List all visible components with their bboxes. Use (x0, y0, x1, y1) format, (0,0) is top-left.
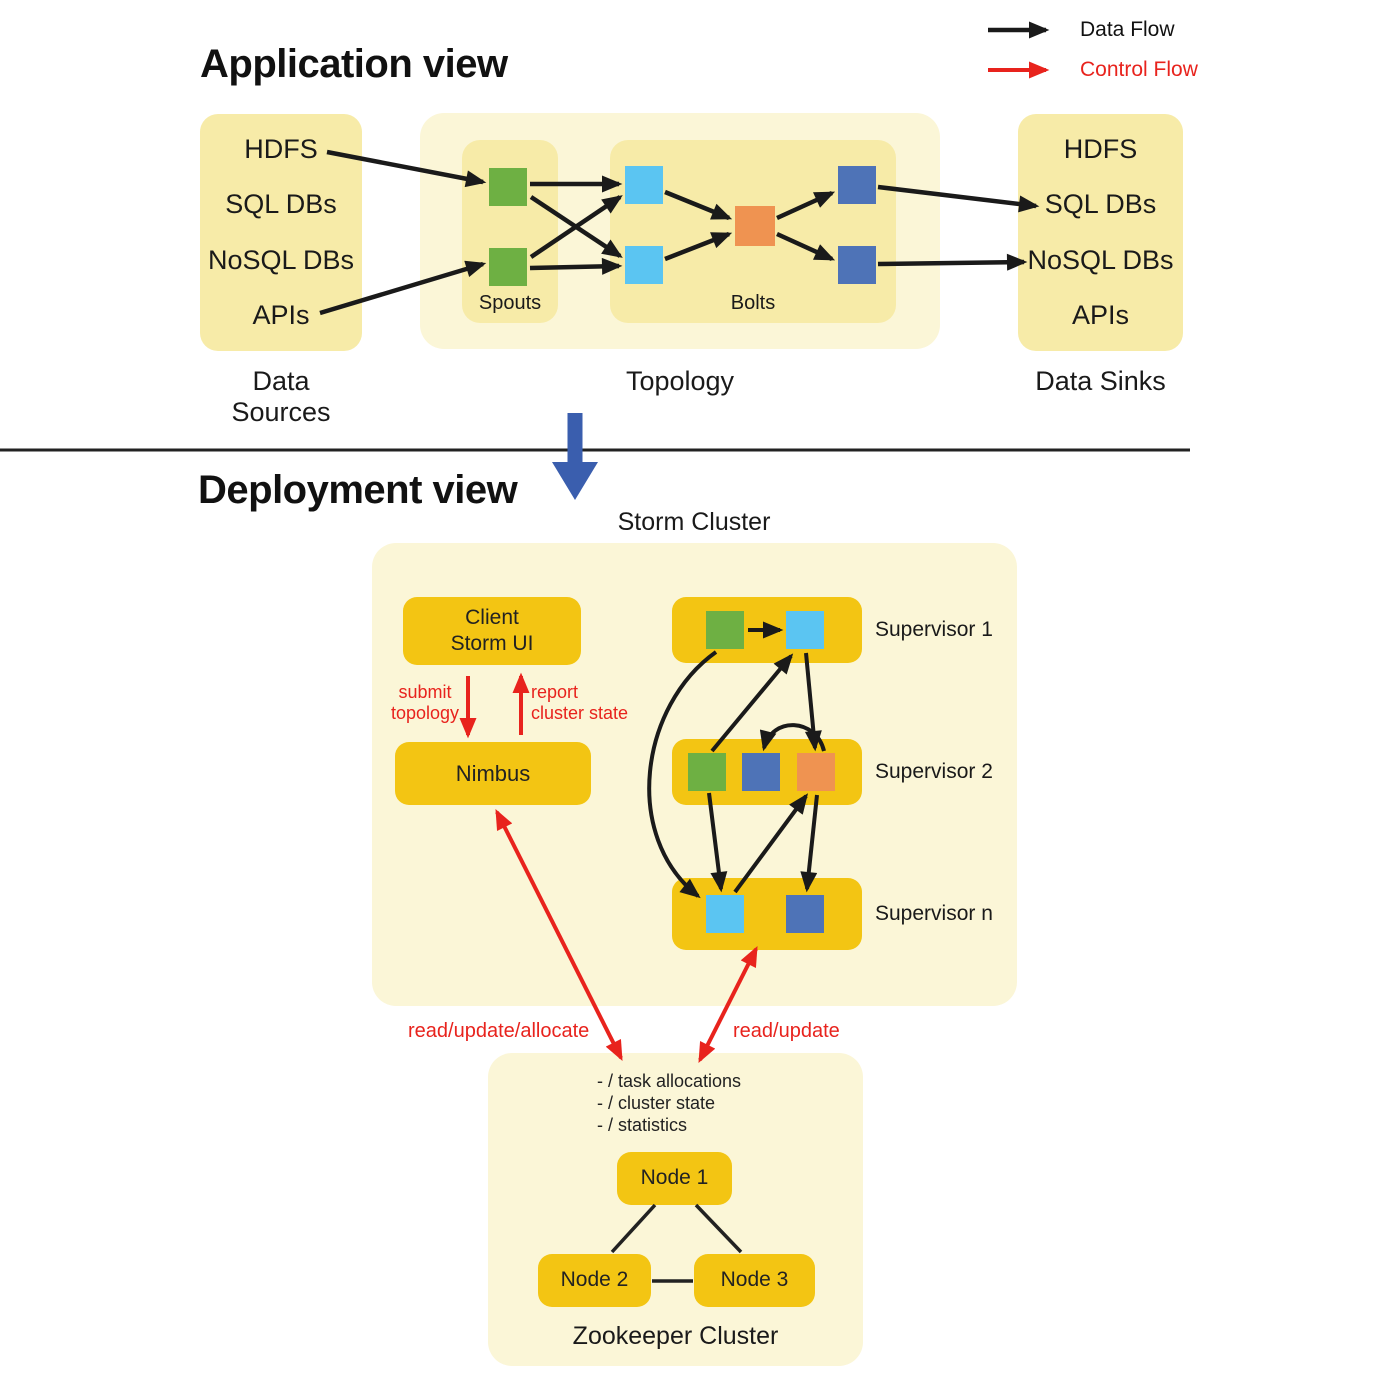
bolt-lightblue-square (625, 246, 663, 284)
data-sink-item: APIs (1071, 299, 1130, 330)
supervisor-n-box (672, 878, 862, 950)
bolt-orange-square (735, 206, 775, 246)
supervisor2-spout-square (688, 753, 726, 791)
spout-node-square (489, 248, 527, 286)
supervisorn-bolt-darkblue-square (786, 895, 824, 933)
data-source-item: APIs (252, 299, 310, 330)
znode-item: - / cluster state (597, 1093, 716, 1113)
bolt-darkblue-square (838, 246, 876, 284)
node-2-label: Node 2 (560, 1268, 629, 1292)
supervisor-1-label: Supervisor 1 (875, 618, 993, 641)
data-sinks-panel: HDFS SQL DBs NoSQL DBs APIs (1018, 114, 1183, 351)
read-update-allocate-label: read/update/allocate (408, 1020, 590, 1042)
zookeeper-cluster-label: Zookeeper Cluster (572, 1322, 779, 1350)
data-sink-item: SQL DBs (1044, 189, 1157, 220)
submit-label-line1: submit (398, 682, 452, 702)
report-cluster-state-label: report cluster state (531, 682, 641, 724)
bolt-lightblue-square (625, 166, 663, 204)
supervisor1-spout-square (706, 611, 744, 649)
data-sources-panel: HDFS SQL DBs NoSQL DBs APIs (200, 114, 362, 351)
data-source-item: HDFS (244, 134, 318, 165)
supervisor1-bolt-square (786, 611, 824, 649)
supervisor-n-label: Supervisor n (875, 902, 993, 925)
znode-item: - / statistics (597, 1115, 688, 1135)
data-source-item: NoSQL DBs (207, 244, 355, 275)
client-label-line2: Storm UI (450, 632, 534, 655)
application-view-title: Application view (200, 42, 508, 86)
node-3-label: Node 3 (720, 1268, 789, 1292)
legend-data-flow-label: Data Flow (1080, 18, 1175, 41)
data-sources-label: Data Sources (231, 366, 331, 427)
nimbus-box: Nimbus (395, 742, 591, 805)
bolts-label: Bolts (730, 292, 776, 314)
data-sinks-label: Data Sinks (1035, 366, 1166, 396)
client-label-line1: Client (465, 605, 519, 629)
legend-control-flow-label: Control Flow (1080, 58, 1198, 81)
supervisor2-bolt-orange-square (797, 753, 835, 791)
node-1-label: Node 1 (640, 1166, 709, 1190)
report-label-line1: report (531, 682, 579, 702)
report-label-line2: cluster state (531, 703, 629, 724)
deployment-view-title: Deployment view (198, 468, 518, 512)
supervisor-1-box (672, 597, 862, 663)
data-sink-item: HDFS (1063, 134, 1138, 165)
data-source-item: SQL DBs (225, 189, 337, 220)
spouts-label: Spouts (478, 292, 542, 314)
zookeeper-panel (488, 1053, 863, 1366)
zookeeper-node-2-box: Node 2 (538, 1254, 651, 1307)
bolt-darkblue-square (838, 166, 876, 204)
nimbus-label: Nimbus (455, 760, 531, 786)
supervisor-2-label: Supervisor 2 (875, 760, 993, 783)
supervisor2-bolt-darkblue-square (742, 753, 780, 791)
supervisorn-bolt-lightblue-square (706, 895, 744, 933)
topology-label: Topology (625, 366, 735, 396)
submit-label-line2: topology (390, 703, 460, 724)
read-update-label: read/update (733, 1020, 840, 1042)
storm-cluster-label: Storm Cluster (617, 508, 771, 536)
zookeeper-node-1-box: Node 1 (617, 1152, 732, 1205)
data-sink-item: NoSQL DBs (1027, 244, 1174, 275)
znode-item: - / task allocations (597, 1071, 742, 1091)
spout-node-square (489, 168, 527, 206)
zookeeper-node-3-box: Node 3 (694, 1254, 815, 1307)
submit-topology-label: submit topology (385, 682, 465, 724)
section-transition-arrowhead (552, 462, 598, 500)
client-storm-ui-box: Client Storm UI (403, 597, 581, 665)
zookeeper-znodes-list: - / task allocations - / cluster state -… (597, 1070, 741, 1136)
